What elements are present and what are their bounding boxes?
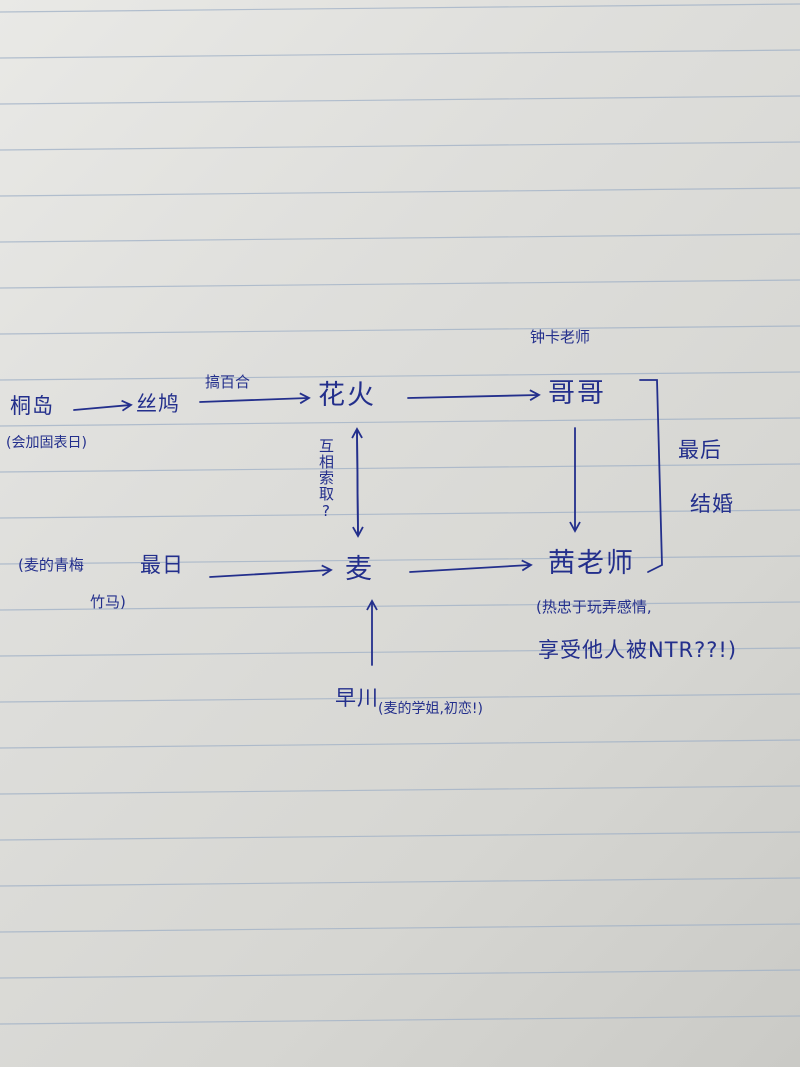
edge-label-final-b: 结婚 (690, 492, 734, 516)
node-mai: 麦 (345, 554, 374, 585)
note-zuoyuan-b: 竹马) (90, 593, 126, 611)
note-gege-top: 钟卡老师 (530, 328, 591, 346)
node-xilaoshi: 茜老师 (548, 548, 635, 579)
node-zuoyuan: 最日 (140, 553, 184, 577)
arrow-mai-xilaoshi (409, 559, 533, 573)
node-tongdao: 桐岛 (10, 394, 54, 418)
node-sitang: 丝鸠 (136, 392, 180, 416)
edge-label-mutual: 互相索取? (317, 438, 335, 521)
note-xilaoshi-a: (热忠于玩弄感情, (536, 598, 652, 616)
note-zuoyuan-a: (麦的青梅 (18, 556, 84, 574)
arrow-zuoyuan-mai (209, 564, 333, 578)
node-gege: 哥哥 (548, 378, 606, 409)
arrow-tongdao-sitang (73, 399, 133, 412)
edge-label-gaobaihe: 搞百合 (205, 373, 251, 391)
node-huohuo: 花火 (318, 380, 376, 411)
note-tongdao: (会加固表日) (6, 435, 87, 451)
note-zaochuan: (麦的学姐,初恋!) (378, 701, 483, 717)
note-xilaoshi-b: 享受他人被NTR??!) (538, 638, 738, 662)
arrow-sitang-huohuo (199, 392, 311, 405)
arrow-huohuo-gege (407, 389, 541, 401)
edge-label-final: 最后 (678, 438, 722, 462)
bracket-final-marriage (639, 379, 663, 573)
arrow-mutual-up (351, 427, 363, 536)
node-zaochuan: 早川 (335, 686, 379, 710)
